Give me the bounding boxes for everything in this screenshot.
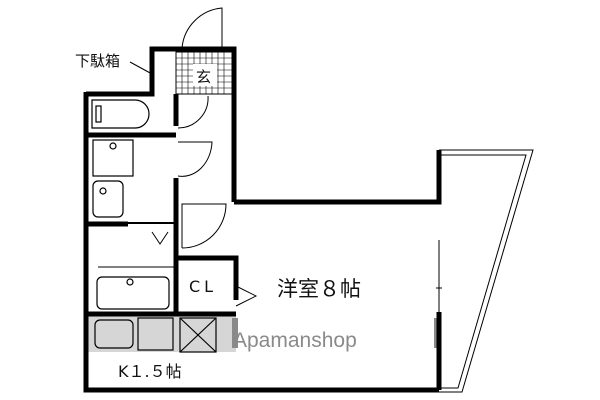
watermark: Apamanshop	[233, 329, 357, 352]
shoe-box-label: 下駄箱	[75, 52, 120, 70]
leader-line	[129, 61, 153, 75]
closet-label: CL	[189, 277, 217, 296]
kitchen-sink-icon	[94, 319, 134, 349]
stove-icon	[137, 317, 174, 351]
watermark-bar	[232, 318, 238, 348]
western-room-label: 洋室８帖	[277, 277, 361, 301]
balcony	[439, 149, 534, 393]
bathtub-icon	[96, 276, 170, 310]
fridge-space-icon	[179, 317, 217, 353]
entrance-tile	[175, 51, 233, 95]
entrance-label: 玄	[196, 68, 211, 86]
doors	[98, 7, 258, 307]
sink-icon	[92, 180, 124, 218]
kitchen-label: K１.５帖	[118, 362, 182, 381]
toilet-icon	[91, 99, 150, 129]
washing-machine-icon	[92, 139, 134, 177]
fixtures	[91, 99, 217, 353]
